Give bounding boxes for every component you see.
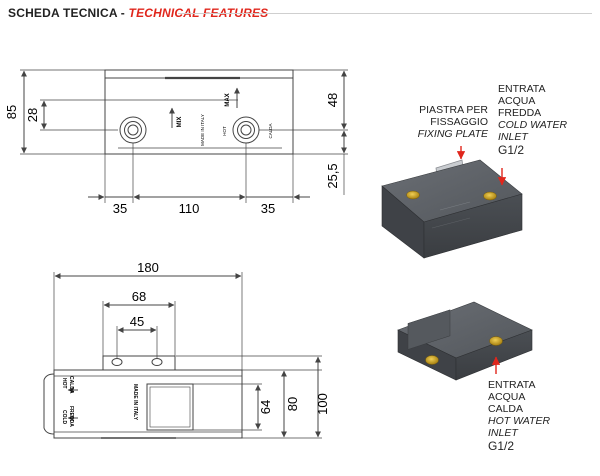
callout-fixing-plate: PIASTRA PER FISSAGGIO FIXING PLATE [408,104,488,140]
render-lower-port-right [489,336,503,346]
hot-inlet-line3: CALDA [488,403,524,415]
top-square-window [146,383,194,431]
callout-hot-inlet: ENTRATA ACQUA CALDA HOT WATER INLET G1/2 [488,379,550,452]
hot-inlet-line2: ACQUA [488,391,526,403]
front-left-port-outer [119,116,147,144]
render-upper [381,146,523,259]
hot-inlet-line6: G1/2 [488,439,515,453]
dim-45-label: 45 [130,314,144,329]
top-view-drawing [43,272,322,439]
front-max-label: MAX [225,93,231,106]
cold-inlet-line1: ENTRATA [498,83,546,95]
cold-inlet-line2: ACQUA [498,95,536,107]
render-lower-port-left [425,355,439,365]
front-left-port-inner [124,121,142,139]
dim-80-label: 80 [285,397,300,411]
fixing-plate-line1: PIASTRA PER [419,104,488,116]
dim-180-label: 180 [137,260,159,275]
hot-inlet-line1: ENTRATA [488,379,536,391]
top-fixing-plate [102,355,176,371]
fixing-plate-line3: FIXING PLATE [417,128,488,140]
dim-25-5-label: 25,5 [325,163,340,188]
dim-28-label: 28 [25,108,40,122]
front-mix-label: MIX [177,117,183,128]
top-calda-label: CALDA [68,376,74,394]
front-right-port-inner [237,121,255,139]
render-lower [397,301,533,381]
cold-inlet-line5: INLET [498,131,528,143]
header-rule [178,13,592,14]
top-hot-label: HOT [61,378,67,389]
dim-35-left-label: 35 [113,201,127,216]
top-made-in-italy-label: MADE IN ITALY [132,384,138,421]
header-separator: - [120,6,125,20]
dim-35-right-label: 35 [261,201,275,216]
top-cold-label: COLD [61,410,67,425]
dim-100-label: 100 [315,393,330,415]
front-hot-label: HOT [222,126,227,136]
dim-110-label: 110 [179,201,200,216]
dim-85-label: 85 [4,105,19,119]
dim-48-label: 48 [325,93,340,107]
top-fredda-label: FREDDA [68,406,74,427]
front-made-in-italy-label: MADE IN ITALY [200,114,205,146]
cold-inlet-line6: G1/2 [498,143,525,157]
header-title: SCHEDA TECNICA [8,6,118,20]
hot-inlet-line4: HOT WATER [488,415,551,427]
render-upper-port-left [406,190,420,200]
front-body-outline [104,69,294,155]
render-upper-port-right [483,191,497,201]
cold-inlet-line3: FREDDA [498,107,542,119]
dim-64-label: 64 [258,400,273,414]
hot-inlet-line5: INLET [488,427,518,439]
cold-inlet-line4: COLD WATER [498,119,568,131]
callout-cold-inlet: ENTRATA ACQUA FREDDA COLD WATER INLET G1… [498,83,567,156]
front-view-drawing [20,69,348,203]
front-calda-label: CALDA [268,123,273,138]
fixing-plate-line2: FISSAGGIO [430,116,488,128]
top-body-outline [53,369,243,439]
front-right-port-outer [232,116,260,144]
dim-68-label: 68 [132,289,146,304]
